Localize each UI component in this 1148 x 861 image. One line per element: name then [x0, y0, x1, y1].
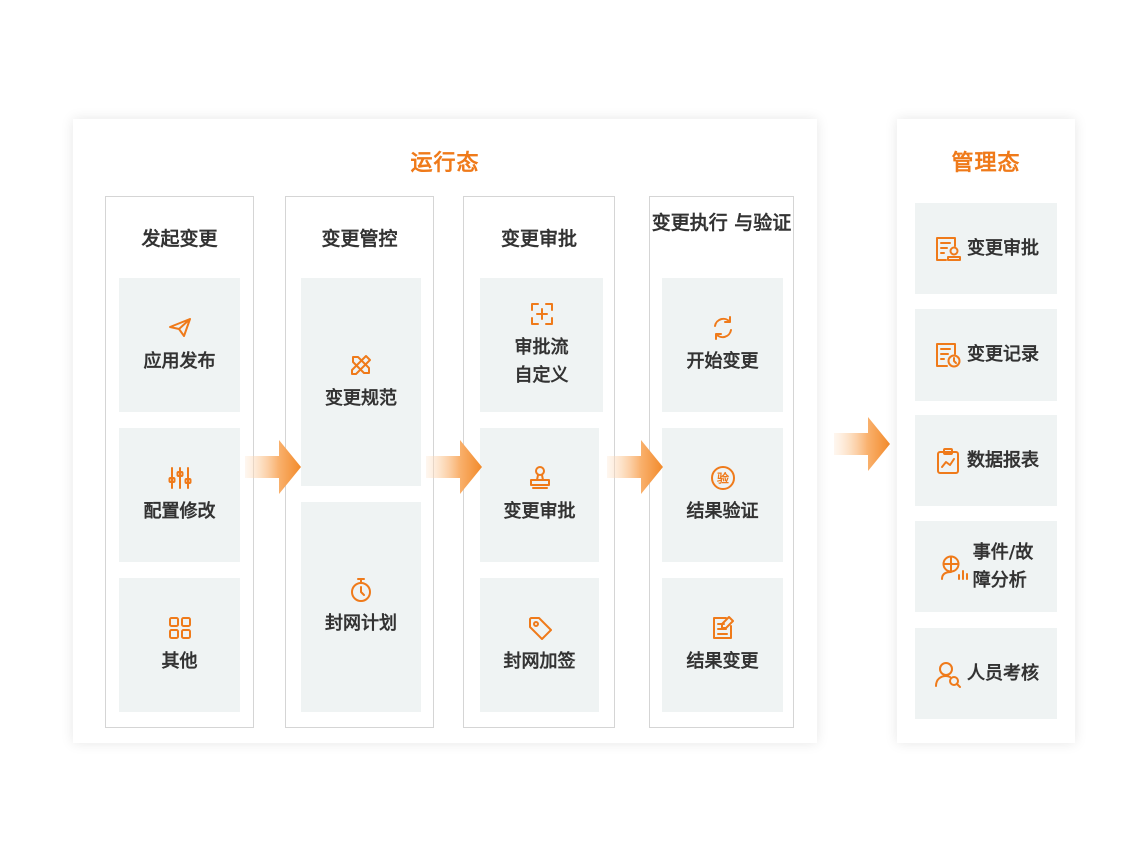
stopwatch-icon: [351, 578, 371, 602]
card-network-freeze-countersign[interactable]: 封网加签: [480, 578, 599, 712]
card-result-change[interactable]: 结果变更: [662, 578, 783, 712]
card-app-release[interactable]: 应用发布: [119, 278, 240, 412]
management-title: 管理态: [951, 151, 1021, 176]
card-label: 变更规范: [325, 388, 397, 409]
add-frame-icon: [530, 303, 553, 325]
runtime-panel: 运行态 发起变更 应用发布 配置修改 其他 变更管控 变更规范 封网计划 变更审…: [73, 119, 817, 743]
card-label: 封网加签: [503, 651, 576, 672]
edit-document-icon: [712, 616, 734, 639]
column-change-approval: 变更审批 审批流 自定义 变更审批 封网加签: [463, 196, 615, 728]
card-label: 人员考核: [967, 662, 1039, 684]
card-change-spec[interactable]: 变更规范: [301, 278, 421, 486]
column-change-control: 变更管控 变更规范 封网计划: [285, 196, 434, 728]
card-label: 变更审批: [503, 501, 576, 522]
card-change-approval[interactable]: 变更审批: [480, 428, 599, 562]
column-initiate-change: 发起变更 应用发布 配置修改 其他: [105, 196, 254, 728]
card-result-verification[interactable]: 验 结果验证: [662, 428, 783, 562]
mgmt-card-change-record[interactable]: 变更记录: [915, 309, 1057, 401]
stamp-icon: [529, 466, 550, 489]
verify-seal-icon: 验: [710, 466, 735, 490]
grid-icon: [168, 617, 191, 639]
card-label: 开始变更: [686, 351, 759, 372]
clipboard-chart-icon: [937, 447, 959, 474]
card-label: 审批流 自定义: [514, 337, 569, 386]
tag-icon: [528, 617, 552, 640]
paper-plane-icon: [168, 318, 191, 337]
card-label: 变更记录: [967, 344, 1039, 365]
card-label: 配置修改: [143, 501, 216, 522]
column-title: 变更执行 与验证: [651, 212, 792, 234]
mgmt-card-incident-analysis[interactable]: 事件/故 障分析: [915, 521, 1057, 612]
card-config-modify[interactable]: 配置修改: [119, 428, 240, 562]
flow-arrow-icon: [607, 440, 663, 494]
mgmt-card-change-approval[interactable]: 变更审批: [915, 203, 1057, 294]
flow-arrow-icon: [245, 440, 301, 494]
card-label: 其他: [161, 651, 198, 672]
card-label: 结果验证: [686, 501, 759, 522]
card-label: 变更审批: [967, 237, 1039, 259]
refresh-icon: [713, 316, 732, 340]
card-label: 结果变更: [686, 651, 759, 672]
mgmt-card-data-report[interactable]: 数据报表: [915, 415, 1057, 506]
runtime-title: 运行态: [410, 151, 480, 176]
user-search-icon: [935, 661, 961, 688]
flow-arrow-icon: [834, 417, 890, 471]
mgmt-card-personnel-review[interactable]: 人员考核: [915, 628, 1057, 719]
sliders-icon: [168, 467, 191, 489]
card-label: 数据报表: [967, 449, 1039, 471]
card-start-change[interactable]: 开始变更: [662, 278, 783, 412]
column-title: 发起变更: [141, 228, 218, 250]
flow-arrow-icon: [426, 440, 482, 494]
column-title: 变更管控: [321, 228, 398, 250]
approval-form-icon: [936, 236, 961, 261]
card-network-freeze-plan[interactable]: 封网计划: [301, 502, 421, 712]
card-custom-approval-flow[interactable]: 审批流 自定义: [480, 278, 603, 412]
record-clock-icon: [936, 343, 961, 368]
card-other[interactable]: 其他: [119, 578, 240, 712]
svg-text:验: 验: [716, 471, 729, 486]
management-panel: 管理态 变更审批 变更记录 数据报表 事件/故 障分析 人员考核: [897, 119, 1075, 743]
card-label: 封网计划: [325, 613, 397, 634]
card-label: 应用发布: [143, 351, 216, 372]
incident-analysis-icon: [940, 555, 968, 580]
card-label: 事件/故 障分析: [972, 541, 1034, 591]
column-title: 变更审批: [500, 228, 577, 250]
column-change-execution: 变更执行 与验证 开始变更 验 结果验证 结果变更: [649, 196, 794, 728]
pencil-ruler-icon: [351, 355, 371, 375]
